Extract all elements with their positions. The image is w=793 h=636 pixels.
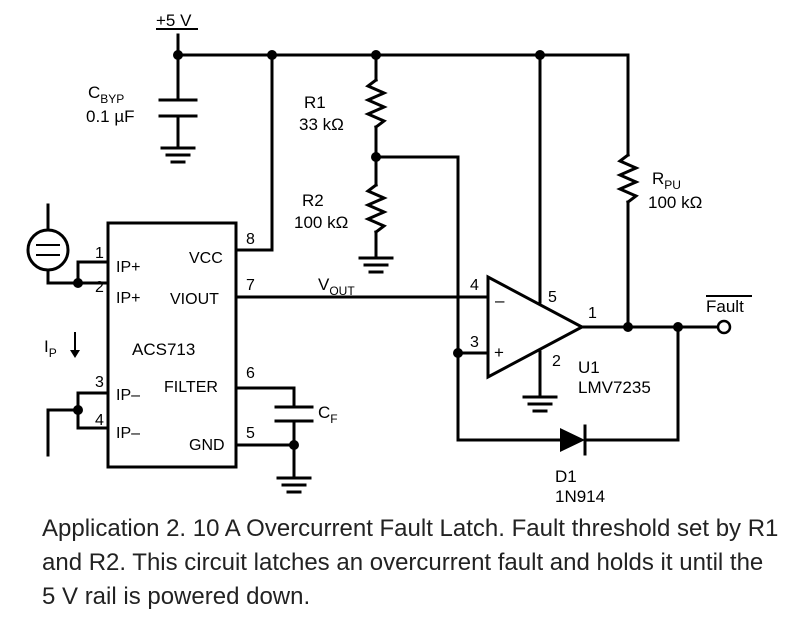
current-source-symbol xyxy=(26,203,110,288)
opamp-name: U1 xyxy=(578,358,600,377)
vcc-wire xyxy=(234,53,274,252)
figure-caption: Application 2. 10 A Overcurrent Fault La… xyxy=(42,515,779,610)
diode-part: 1N914 xyxy=(555,487,605,506)
rpu-value: 100 kΩ xyxy=(648,193,702,212)
acs713-chip xyxy=(106,221,238,469)
diode-d1 xyxy=(456,325,680,456)
supply-rail xyxy=(173,33,630,60)
pin-number-8: 8 xyxy=(246,231,255,248)
pin-viout-label: VIOUT xyxy=(170,291,219,308)
opamp-plus-sign: + xyxy=(494,343,504,362)
opamp-pin-4: 4 xyxy=(470,277,479,294)
pin-number-4: 4 xyxy=(95,412,104,429)
vout-label: VOUT xyxy=(318,275,355,298)
r2-value: 100 kΩ xyxy=(294,213,348,232)
rpu-name: RPU xyxy=(652,169,681,192)
opamp-pin-1: 1 xyxy=(588,305,597,322)
opamp-ground xyxy=(522,350,558,413)
pin-gnd-label: GND xyxy=(189,437,225,454)
pin-filter-label: FILTER xyxy=(164,379,218,396)
supply-label: +5 V xyxy=(156,11,192,30)
opamp-pin-3: 3 xyxy=(470,334,479,351)
rpu-resistor xyxy=(616,53,640,329)
pin-number-1: 1 xyxy=(95,245,104,262)
r2-name: R2 xyxy=(302,191,324,210)
schematic-diagram: +5 V CBYP 0.1 µF R1 33 kΩ R2 100 kΩ ACS7… xyxy=(26,11,752,506)
pin-number-7: 7 xyxy=(246,277,255,294)
acs713-name: ACS713 xyxy=(132,340,195,359)
opamp-triangle xyxy=(486,274,586,380)
cbyp-name: CBYP xyxy=(88,83,124,106)
opamp-pin-5: 5 xyxy=(548,289,557,306)
fault-output-label: Fault xyxy=(706,297,744,316)
pin-vcc-label: VCC xyxy=(189,250,223,267)
pin-number-2: 2 xyxy=(95,279,104,296)
r2-resistor xyxy=(358,182,394,274)
divider-wire xyxy=(374,155,490,355)
cbyp-value: 0.1 µF xyxy=(86,107,135,126)
current-label: IP xyxy=(44,337,57,360)
r1-value: 33 kΩ xyxy=(299,115,344,134)
opamp-minus-sign: – xyxy=(495,291,505,310)
output-wire xyxy=(580,319,732,335)
pin-im4-label: IP– xyxy=(116,425,140,442)
pin-ip1-label: IP+ xyxy=(116,259,140,276)
opamp-pin-2: 2 xyxy=(552,353,561,370)
ipminus-wiring xyxy=(46,391,110,457)
current-arrow xyxy=(70,332,80,358)
cf-capacitor xyxy=(234,386,314,494)
cf-label: CF xyxy=(318,403,338,426)
cbyp-capacitor xyxy=(158,53,198,164)
r1-resistor xyxy=(364,53,388,187)
pin-ip2-label: IP+ xyxy=(116,290,140,307)
pin-number-3: 3 xyxy=(95,374,104,391)
pin-number-5: 5 xyxy=(246,425,255,442)
diode-name: D1 xyxy=(555,467,577,486)
pin-im3-label: IP– xyxy=(116,387,140,404)
pin-number-6: 6 xyxy=(246,365,255,382)
r1-name: R1 xyxy=(304,93,326,112)
opamp-part: LMV7235 xyxy=(578,378,651,397)
